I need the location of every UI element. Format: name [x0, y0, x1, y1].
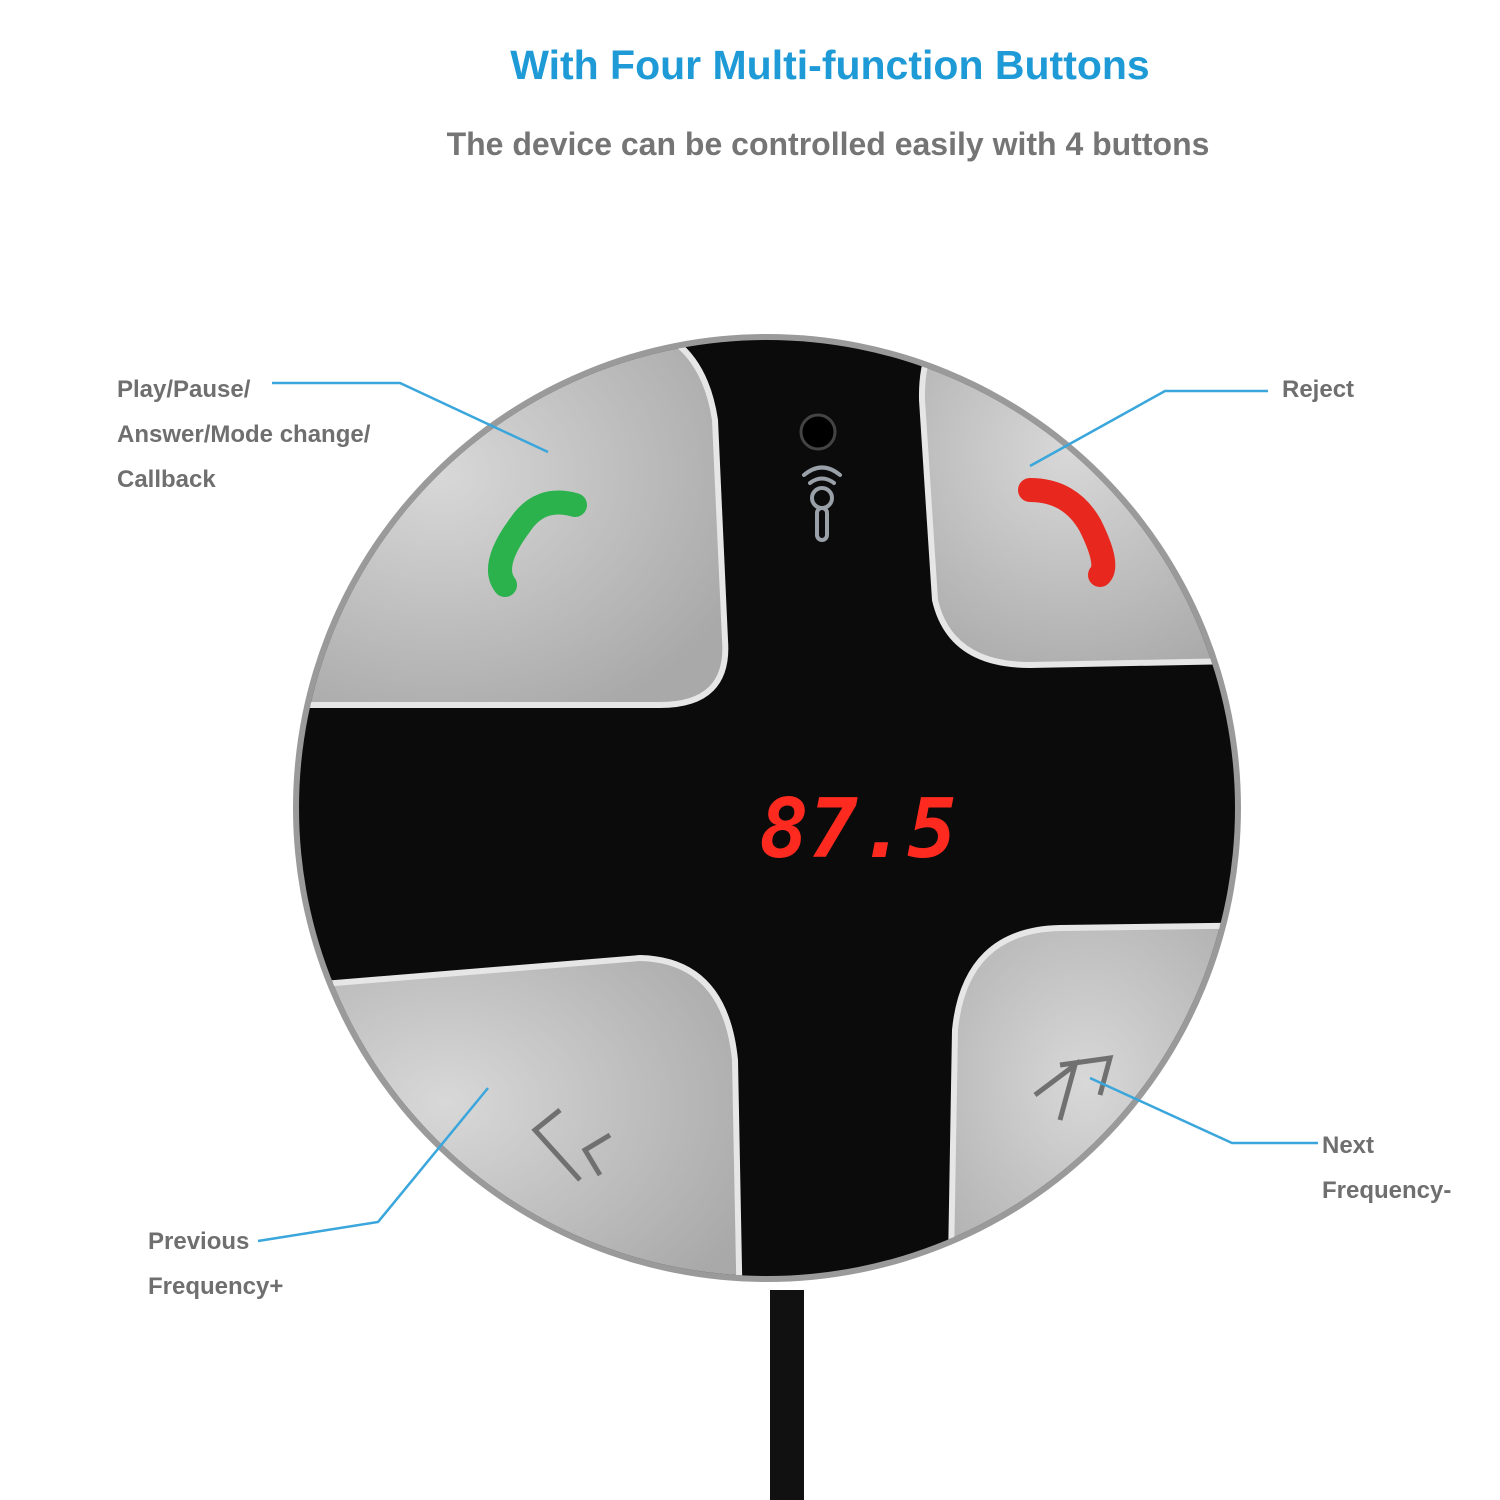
callout-line-2: Frequency+ — [148, 1273, 284, 1300]
callout-previous-frequency: Previous Frequency+ — [148, 1219, 283, 1309]
callout-line-1: Play/Pause/ — [117, 376, 251, 403]
callout-line-1: Next — [1322, 1132, 1375, 1159]
callout-reject: Reject — [1282, 367, 1354, 412]
frequency-display: 87.5 — [759, 782, 956, 877]
page-subtitle: The device can be controlled easily with… — [446, 126, 1210, 162]
callout-line-1: Previous — [148, 1228, 250, 1255]
next-chevrons-icon — [1033, 1054, 1114, 1121]
phone-answer-icon — [488, 490, 587, 597]
cable — [770, 1290, 804, 1500]
mic-hole — [799, 413, 837, 451]
callout-next-frequency: Next Frequency- — [1322, 1123, 1451, 1213]
button-reject[interactable] — [918, 310, 1290, 669]
callout-line-3: Callback — [117, 466, 216, 493]
callout-line-2: Answer/Mode change/ — [117, 421, 371, 448]
callout-play-pause-answer: Play/Pause/ Answer/Mode change/ Callback — [117, 367, 370, 502]
previous-chevrons-icon — [531, 1108, 612, 1182]
callout-line-2: Frequency- — [1322, 1177, 1452, 1204]
microphone-icon — [802, 465, 842, 542]
callout-line-1: Reject — [1282, 376, 1355, 403]
callout-lines — [257, 381, 1318, 1243]
page-title: With Four Multi-function Buttons — [510, 42, 1150, 88]
phone-reject-icon — [1018, 478, 1116, 587]
